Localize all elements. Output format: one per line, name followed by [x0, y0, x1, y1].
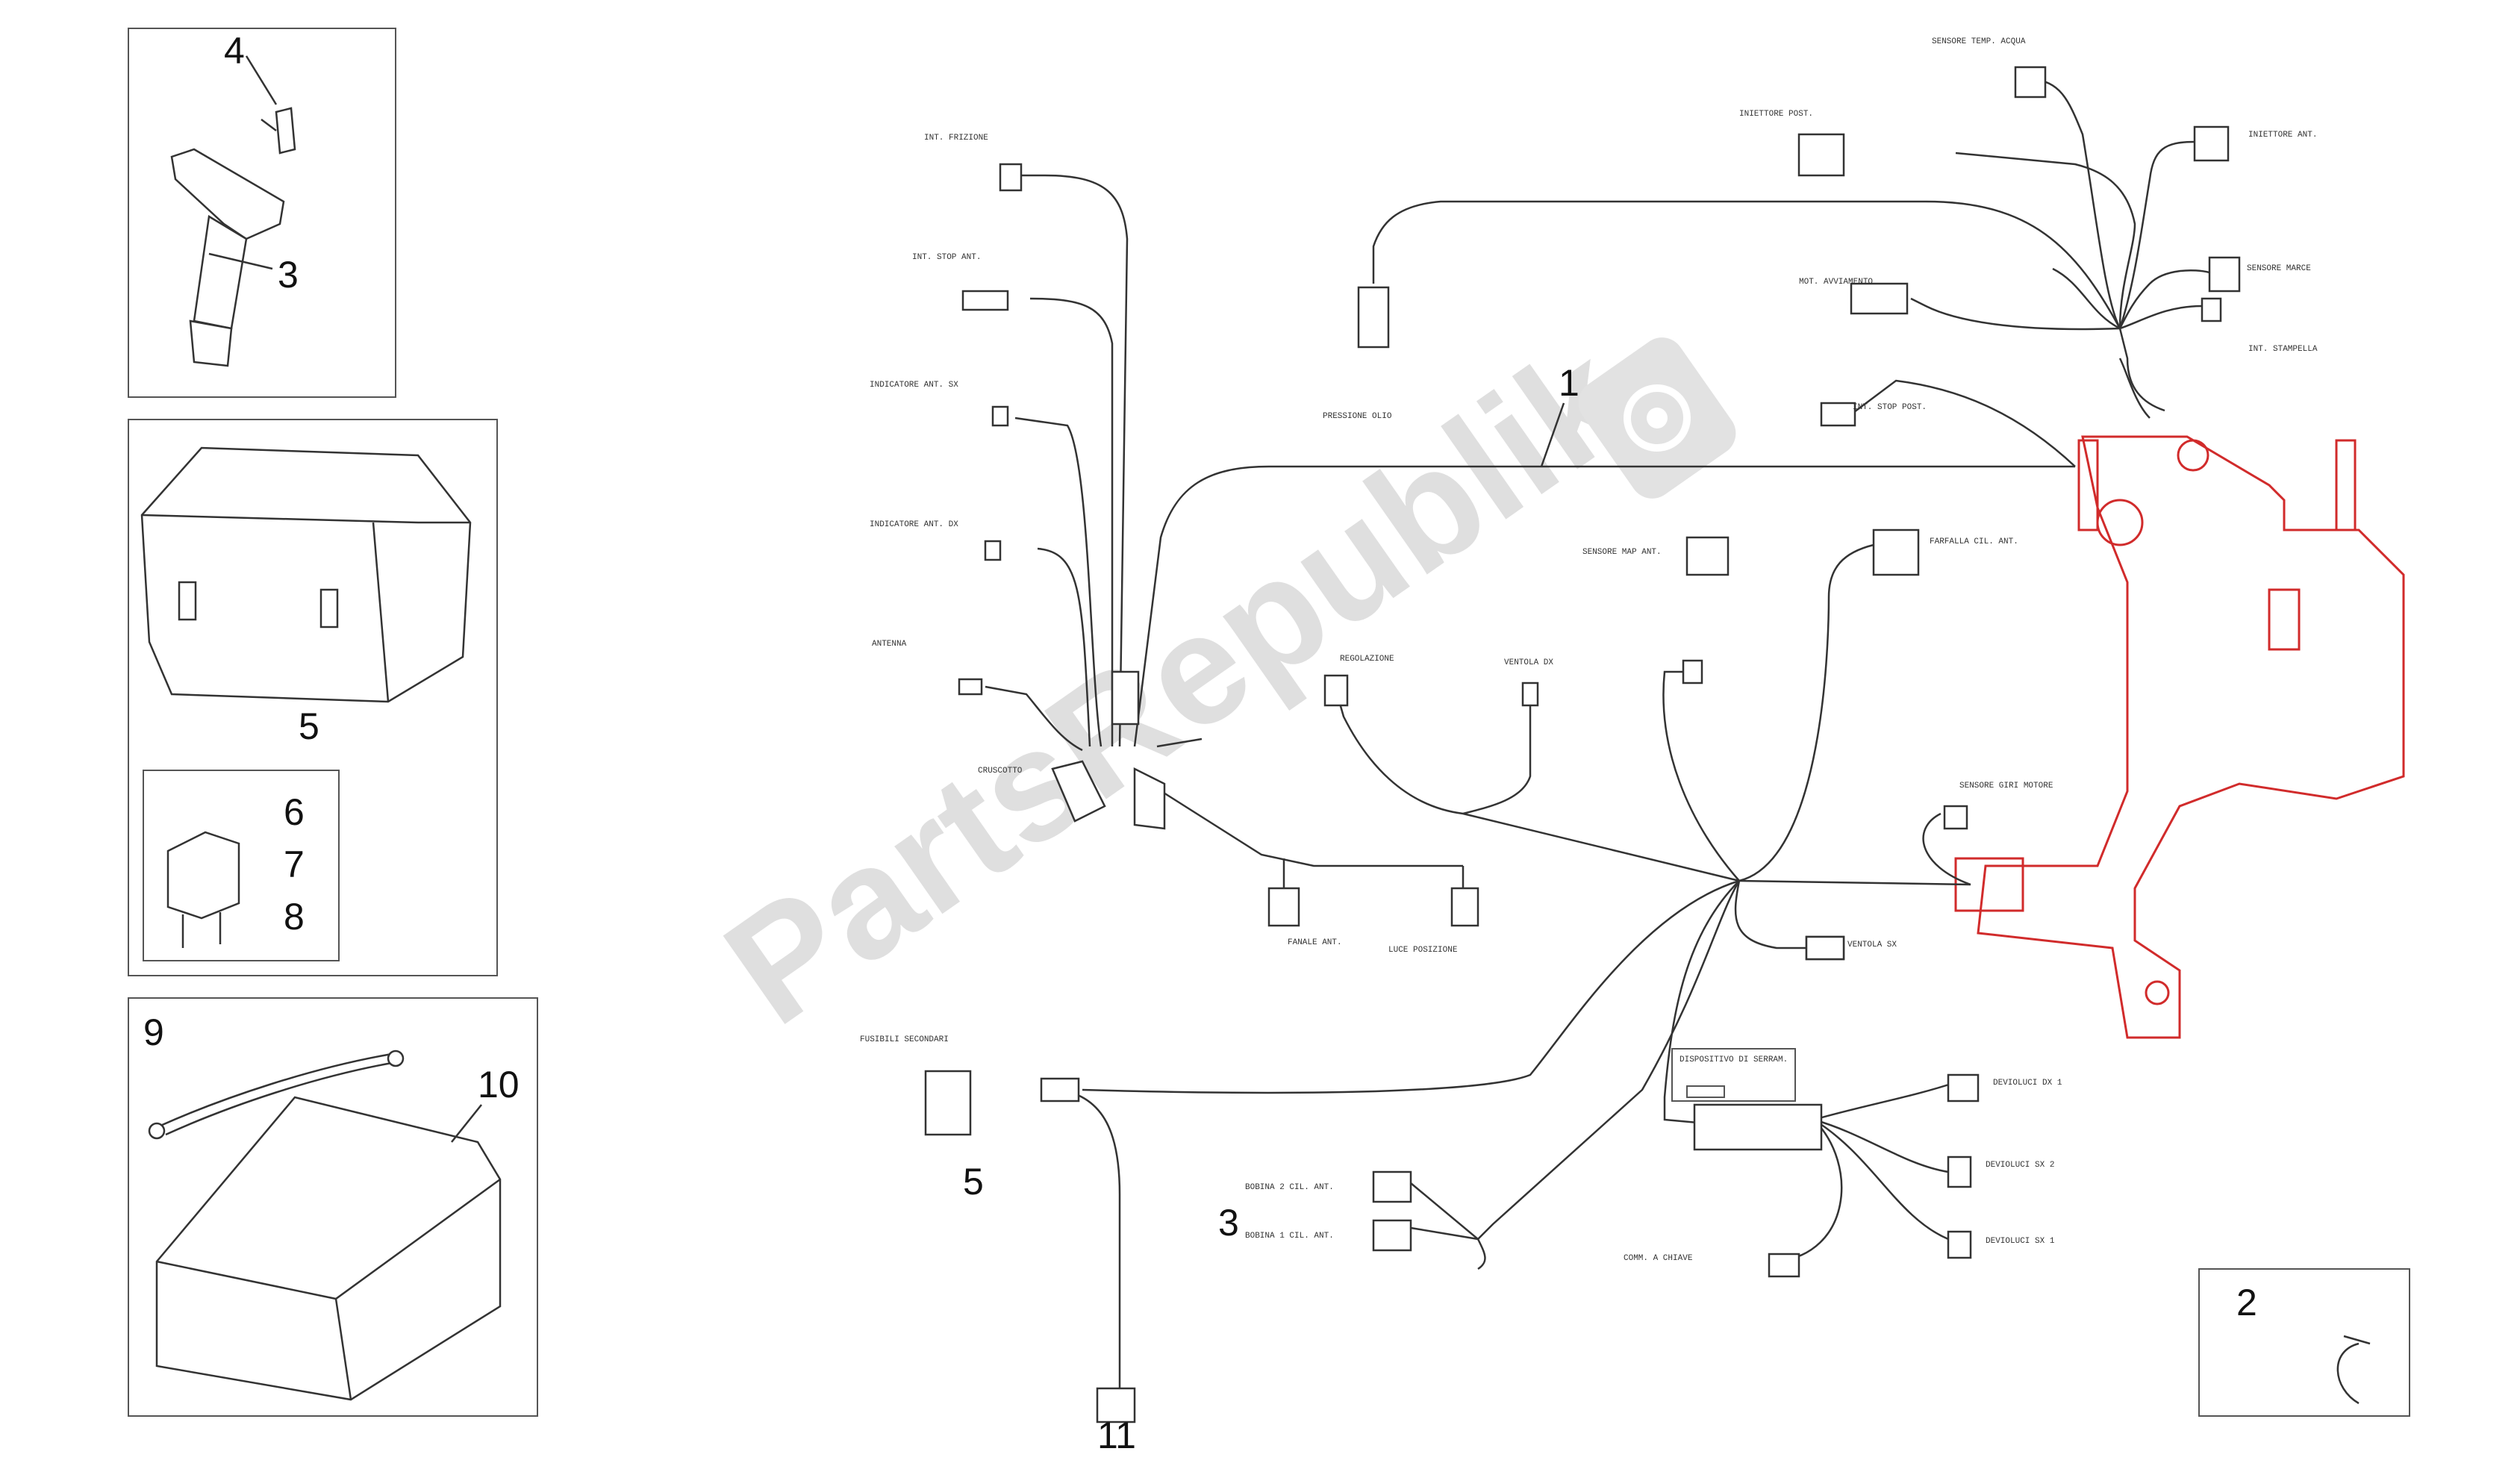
label-indicatore-ant-sx: INDICATORE ANT. SX: [870, 381, 958, 390]
label-sensore-giri-motore: SENSORE GIRI MOTORE: [1959, 782, 2053, 790]
callout-5a: 5: [299, 705, 319, 747]
wiring-harness: [985, 77, 2210, 1388]
callout-8: 8: [284, 896, 305, 938]
label-bobina-1: BOBINA 1 CIL. ANT.: [1245, 1232, 1334, 1241]
callout-numbers: 1 2 3 3 4 5 5 6 7 8 9 10 11: [143, 30, 2257, 1456]
label-fanale-ant: FANALE ANT.: [1288, 938, 1342, 947]
clamp-part: [2336, 1335, 2371, 1405]
frame-outline: [1954, 435, 2405, 1039]
label-sensore-map-ant: SENSORE MAP ANT.: [1582, 548, 1662, 557]
label-sensore-marce: SENSORE MARCE: [2247, 264, 2311, 273]
callout-3a: 3: [278, 254, 299, 296]
fuse-part: [166, 831, 240, 948]
callout-6: 6: [284, 791, 305, 833]
label-mot-avviamento: MOT. AVVIAMENTO: [1799, 278, 1873, 287]
label-farfalla-cil-ant: FARFALLA CIL. ANT.: [1930, 537, 2018, 546]
ignition-coil-part: [170, 107, 296, 367]
label-ventola-dx: VENTOLA DX: [1504, 658, 1553, 667]
label-deviolucl-sx1: DEVIOLUCI SX 1: [1986, 1237, 2055, 1246]
label-int-stop-ant: INT. STOP ANT.: [912, 253, 981, 262]
box-ignition-coil: [128, 28, 396, 398]
box-clamp: [2198, 1268, 2410, 1417]
label-int-stop-post: INT. STOP POST.: [1853, 403, 1927, 412]
callout-7: 7: [284, 843, 305, 885]
label-cruscotto: CRUSCOTTO: [978, 767, 1023, 776]
label-luce-posizione: LUCE POSIZIONE: [1388, 946, 1458, 955]
battery-part: [148, 1050, 502, 1401]
callout-3b: 3: [1218, 1202, 1239, 1244]
box-battery: [128, 997, 538, 1417]
label-bobina-2: BOBINA 2 CIL. ANT.: [1245, 1183, 1334, 1192]
label-iniettore-ant: INIETTORE ANT.: [2248, 131, 2317, 140]
label-fusibili-secondari: FUSIBILI SECONDARI: [860, 1035, 949, 1044]
callout-9: 9: [143, 1011, 164, 1053]
label-int-frizione: INT. FRIZIONE: [924, 134, 988, 143]
callout-5b: 5: [963, 1161, 984, 1203]
callout-1: 1: [1559, 362, 1579, 404]
label-indicatore-ant-dx: INDICATORE ANT. DX: [870, 520, 958, 529]
callout-10: 10: [478, 1064, 520, 1105]
label-int-stampella: INT. STAMPELLA: [2248, 345, 2318, 354]
label-dispositivo-immobilizer: DISPOSITIVO DI SERRAM.: [1680, 1055, 1788, 1064]
label-regolazione: REGOLAZIONE: [1340, 655, 1394, 664]
watermark-text: PartsRepublik: [695, 309, 1659, 1058]
label-comm-chiave: COMM. A CHIAVE: [1624, 1254, 1693, 1263]
callout-2: 2: [2236, 1282, 2257, 1323]
callout-11: 11: [1097, 1415, 1136, 1456]
box-fuse: [143, 770, 340, 961]
watermark-gear-icon: [1578, 337, 1736, 499]
connector-labels: INT. FRIZIONE INT. STOP ANT. INDICATORE …: [860, 37, 2318, 1263]
label-deviolucl-dx1: DEVIOLUCI DX 1: [1993, 1079, 2062, 1088]
label-iniettore-post: INIETTORE POST.: [1739, 110, 1813, 119]
watermark: PartsRepublik: [695, 309, 1659, 1058]
callout-4: 4: [224, 30, 245, 72]
label-antenna: ANTENNA: [872, 640, 907, 649]
fuse-box-part: [140, 446, 472, 703]
box-fuse-box: [128, 419, 498, 976]
connector-parts: [924, 66, 2241, 1423]
label-pressione-olio: PRESSIONE OLIO: [1323, 412, 1392, 421]
label-sensore-temp-acqua: SENSORE TEMP. ACQUA: [1932, 37, 2026, 46]
label-ventola-sx: VENTOLA SX: [1847, 941, 1897, 949]
label-deviolucl-sx2: DEVIOLUCI SX 2: [1986, 1161, 2054, 1170]
